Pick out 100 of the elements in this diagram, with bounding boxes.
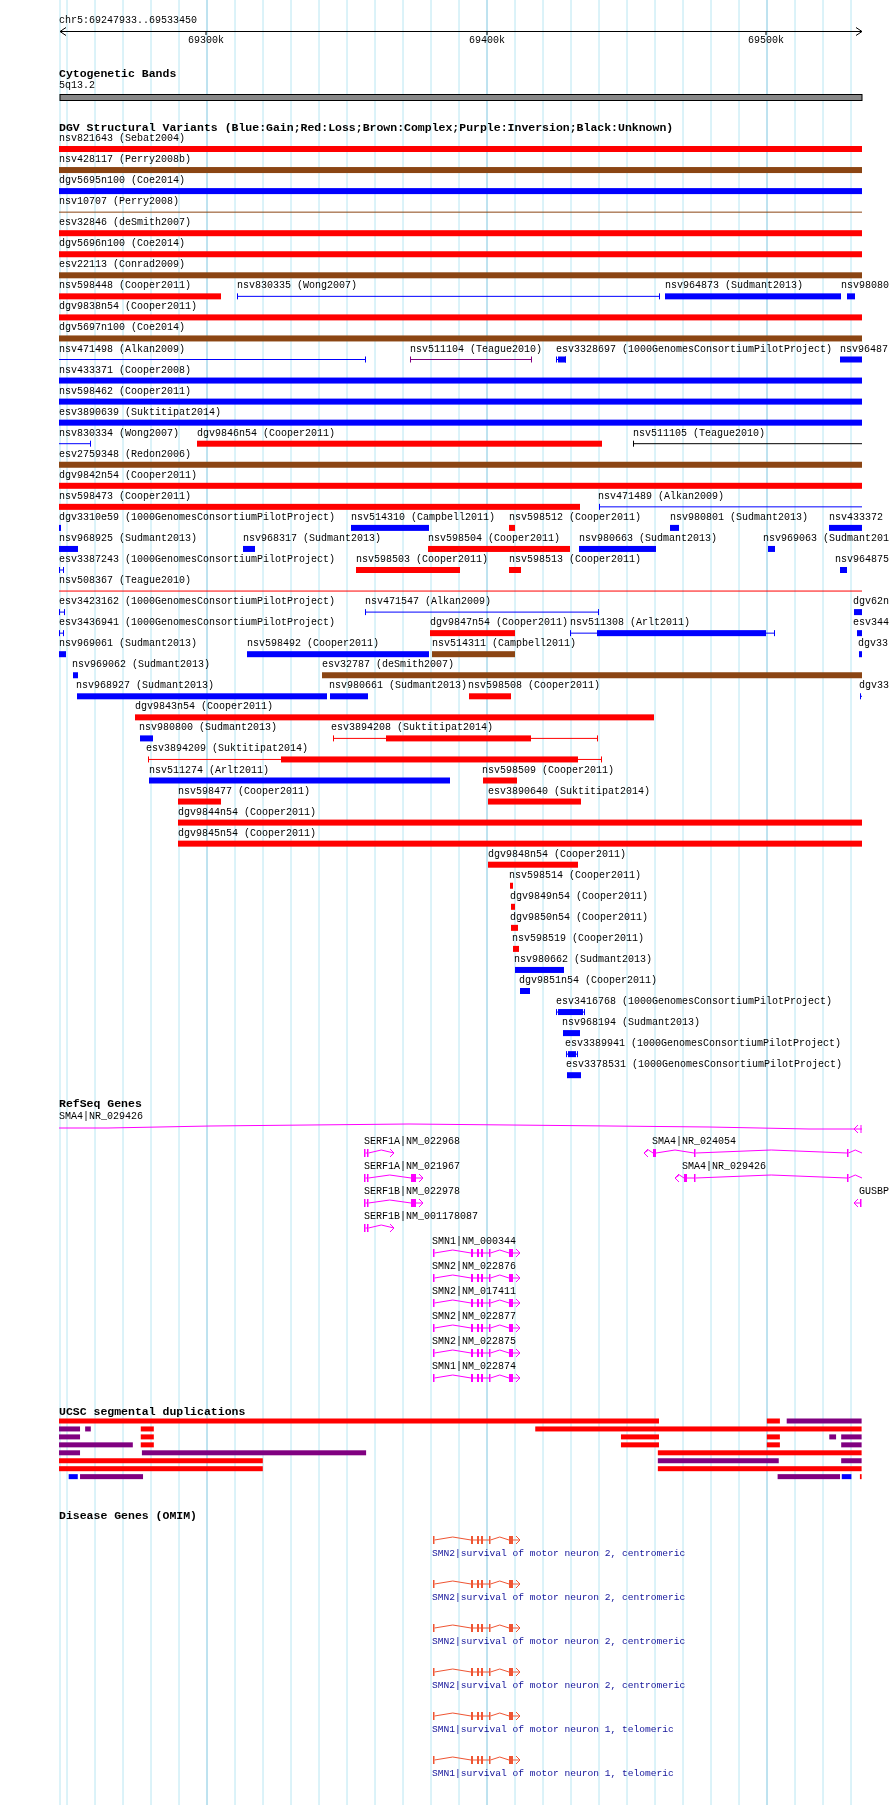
variant-label: nsv964875 xyxy=(835,554,889,566)
variant-label: dgv5695n100 (Coe2014) xyxy=(59,175,186,188)
gene-label: SMN1|NM_000344 xyxy=(432,1236,516,1248)
variant-label: esv3389941 (1000GenomesConsortiumPilotProject) xyxy=(565,1038,842,1051)
variant-label: esv3894209 (Suktitipat2014) xyxy=(146,743,309,756)
tick-label: 69300k xyxy=(188,35,224,47)
disease-gene-label: SMN2|survival of motor neuron 2, centromeric xyxy=(432,1548,686,1560)
variant-label: nsv830335 (Wong2007) xyxy=(237,280,358,293)
variant-label: esv3890640 (Suktitipat2014) xyxy=(488,785,651,798)
variant-label: dgv9844n54 (Cooper2011) xyxy=(178,806,317,819)
variant-label: dgv9850n54 (Cooper2011) xyxy=(510,911,649,924)
variant-label: nsv598503 (Cooper2011) xyxy=(356,554,489,566)
variant-label: nsv471498 (Alkan2009) xyxy=(59,343,186,356)
gene-label: SMN2|NM_022876 xyxy=(432,1261,516,1273)
variant-label: nsv830334 (Wong2007) xyxy=(59,427,180,440)
variant-label: nsv433372 xyxy=(829,511,883,524)
variant-label: dgv9851n54 (Cooper2011) xyxy=(519,975,658,987)
variant-label: nsv598514 (Cooper2011) xyxy=(509,869,642,882)
gene-label: SERF1A|NM_022968 xyxy=(364,1136,460,1148)
variant-label: nsv598448 (Cooper2011) xyxy=(59,280,192,293)
variant-label: nsv980800 (Sudmant2013) xyxy=(139,722,278,735)
variant-label: dgv33 xyxy=(859,680,889,693)
variant-label: dgv9842n54 (Cooper2011) xyxy=(59,469,198,482)
variant-label: dgv9848n54 (Cooper2011) xyxy=(488,848,627,861)
variant-label: esv22113 (Conrad2009) xyxy=(59,259,186,272)
track-title: RefSeq Genes xyxy=(59,1098,142,1110)
variant-label: nsv598519 (Cooper2011) xyxy=(512,932,645,945)
variant-label: nsv980661 (Sudmant2013) xyxy=(329,680,468,693)
gene-label: SERF1B|NM_022978 xyxy=(364,1186,460,1198)
variant-label: nsv968925 (Sudmant2013) xyxy=(59,532,198,545)
variant-label: nsv511104 (Teague2010) xyxy=(410,343,543,356)
gene-label: SERF1B|NM_001178087 xyxy=(364,1211,479,1223)
variant-label: esv3890639 (Suktitipat2014) xyxy=(59,406,222,419)
variant-label: nsv598477 (Cooper2011) xyxy=(178,785,311,798)
variant-label: nsv968927 (Sudmant2013) xyxy=(76,680,215,693)
variant-label: esv3894208 (Suktitipat2014) xyxy=(331,722,494,735)
variant-label: nsv428117 (Perry2008b) xyxy=(59,154,192,167)
variant-label: nsv98080 xyxy=(841,280,889,293)
variant-label: nsv598473 (Cooper2011) xyxy=(59,490,192,503)
disease-gene-label: SMN2|survival of motor neuron 2, centromeric xyxy=(432,1680,686,1692)
variant-label: esv32846 (deSmith2007) xyxy=(59,217,192,230)
variant-label: nsv980663 (Sudmant2013) xyxy=(579,532,718,545)
gene-label: SMA4|NR_029426 xyxy=(59,1111,143,1123)
variant-label: esv3423162 (1000GenomesConsortiumPilotProject) xyxy=(59,596,336,609)
disease-gene-label: SMN2|survival of motor neuron 2, centromeric xyxy=(432,1636,686,1648)
variant-label: nsv598509 (Cooper2011) xyxy=(482,764,615,777)
variant-label: esv32787 (deSmith2007) xyxy=(322,659,455,672)
variant-label: esv3436941 (1000GenomesConsortiumPilotProject) xyxy=(59,617,336,630)
variant-label: nsv598492 (Cooper2011) xyxy=(247,638,380,651)
variant-label: nsv508367 (Teague2010) xyxy=(59,575,192,588)
variant-label: esv3378531 (1000GenomesConsortiumPilotProject) xyxy=(566,1059,843,1072)
variant-label: nsv598513 (Cooper2011) xyxy=(509,554,642,566)
variant-label: nsv511105 (Teague2010) xyxy=(633,427,766,440)
variant-label: nsv969063 (Sudmant201 xyxy=(763,532,890,545)
variant-label: nsv511274 (Arlt2011) xyxy=(149,764,270,777)
variant-label: nsv10707 (Perry2008) xyxy=(59,196,180,209)
variant-label: esv3328697 (1000GenomesConsortiumPilotProject) xyxy=(556,343,833,356)
track-title: DGV Structural Variants (Blue:Gain;Red:Loss;Brown:Complex;Purple:Inversion;Black:Unknown) xyxy=(59,122,674,134)
variant-label: nsv511308 (Arlt2011) xyxy=(570,617,691,630)
variant-label: dgv33 xyxy=(858,638,888,651)
variant-label: nsv964873 (Sudmant2013) xyxy=(665,280,804,293)
variant-label: nsv598504 (Cooper2011) xyxy=(428,532,561,545)
tick-label: 69400k xyxy=(469,35,505,47)
gene-label: SMN2|NM_022877 xyxy=(432,1311,516,1323)
variant-label: nsv821643 (Sebat2004) xyxy=(59,133,186,145)
variant-label: nsv514310 (Campbell2011) xyxy=(351,511,496,524)
gene-label: SMA4|NR_024054 xyxy=(652,1136,736,1148)
variant-label: nsv598512 (Cooper2011) xyxy=(509,511,642,524)
variant-label: nsv471547 (Alkan2009) xyxy=(365,596,492,609)
variant-label: nsv96487 xyxy=(840,343,888,356)
variant-label: nsv514311 (Campbell2011) xyxy=(432,638,577,651)
disease-gene-label: SMN1|survival of motor neuron 1, telomeric xyxy=(432,1724,674,1736)
gene-label: SMN1|NM_022874 xyxy=(432,1361,516,1373)
track-title: UCSC segmental duplications xyxy=(59,1406,246,1418)
track-title: Cytogenetic Bands xyxy=(59,68,177,80)
variant-label: dgv5696n100 (Coe2014) xyxy=(59,238,186,251)
track-title: Disease Genes (OMIM) xyxy=(59,1510,198,1522)
gene-label: SERF1A|NM_021967 xyxy=(364,1161,460,1173)
variant-label: dgv9843n54 (Cooper2011) xyxy=(135,701,274,714)
gene-label: GUSBP xyxy=(859,1186,889,1198)
variant-label: nsv968194 (Sudmant2013) xyxy=(562,1017,701,1030)
variant-label: dgv62n xyxy=(853,596,889,609)
variant-label: nsv598508 (Cooper2011) xyxy=(468,680,601,693)
tick-label: 69500k xyxy=(748,35,784,47)
variant-label: nsv968317 (Sudmant2013) xyxy=(243,532,382,545)
variant-label: dgv9846n54 (Cooper2011) xyxy=(197,427,336,440)
variant-label: nsv980801 (Sudmant2013) xyxy=(670,511,809,524)
variant-label: dgv9849n54 (Cooper2011) xyxy=(510,890,649,903)
variant-label: nsv471489 (Alkan2009) xyxy=(598,490,725,503)
variant-label: nsv433371 (Cooper2008) xyxy=(59,364,192,377)
coordinate-label: chr5:69247933..69533450 xyxy=(59,15,198,27)
variant-label: nsv980662 (Sudmant2013) xyxy=(514,953,653,966)
gene-label: SMA4|NR_029426 xyxy=(682,1161,766,1173)
variant-label: esv3387243 (1000GenomesConsortiumPilotProject) xyxy=(59,554,336,566)
variant-label: esv2759348 (Redon2006) xyxy=(59,448,192,461)
variant-label: esv3416768 (1000GenomesConsortiumPilotProject) xyxy=(556,996,833,1009)
variant-label: esv344 xyxy=(853,617,889,630)
variant-label: nsv969061 (Sudmant2013) xyxy=(59,638,198,651)
variant-label: dgv3310e59 (1000GenomesConsortiumPilotProject) xyxy=(59,511,336,524)
band-label: 5q13.2 xyxy=(59,80,95,92)
